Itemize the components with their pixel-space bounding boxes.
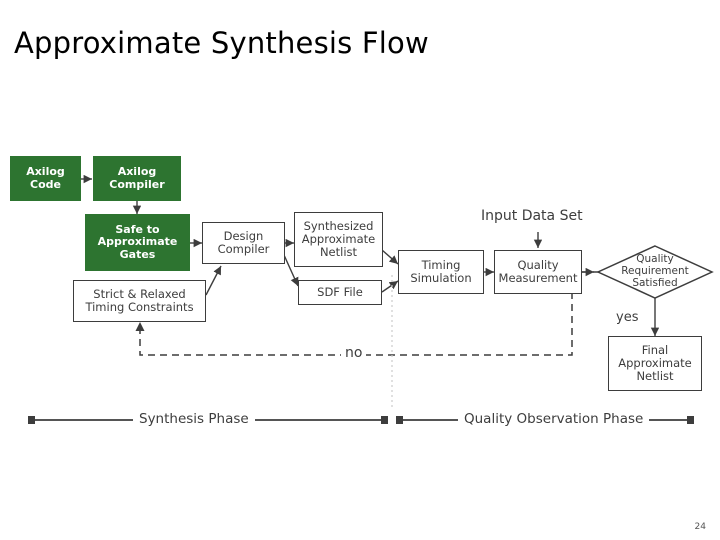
node-sdf-file: SDF File — [298, 280, 382, 305]
label-no: no — [341, 345, 367, 361]
node-line: Approximate — [97, 235, 178, 249]
node-line: Synthesized — [303, 219, 374, 234]
node-line: Requirement — [621, 265, 689, 278]
label-input-data-set: Input Data Set — [481, 208, 583, 224]
node-line: Compiler — [109, 177, 165, 191]
node-line: Code — [30, 177, 61, 191]
node-line: Axilog — [26, 165, 65, 179]
flow-diagram: Axilog Code Axilog Compiler Safe to Appr… — [0, 140, 720, 440]
node-quality-measurement: Quality Measurement — [494, 250, 582, 294]
node-line: Timing — [421, 258, 461, 273]
node-line: Final — [641, 343, 669, 358]
page-number: 24 — [694, 522, 706, 532]
node-design-compiler: Design Compiler — [202, 222, 285, 264]
node-axilog-compiler: Axilog Compiler — [93, 156, 181, 201]
node-line: Netlist — [636, 368, 674, 383]
diagram-connectors — [28, 174, 714, 424]
node-line: Simulation — [410, 271, 472, 285]
label-yes: yes — [612, 310, 643, 325]
node-line: Measurement — [498, 271, 578, 285]
node-line: Approximate — [618, 356, 692, 371]
node-line: Quality — [636, 253, 674, 266]
node-final-approximate-netlist: Final Approximate Netlist — [608, 336, 702, 391]
node-timing-simulation: Timing Simulation — [398, 250, 484, 294]
node-synthesized-approximate-netlist: Synthesized Approximate Netlist — [294, 212, 383, 267]
node-line: Compiler — [217, 242, 270, 256]
node-axilog-code: Axilog Code — [10, 156, 81, 201]
node-line: Quality — [517, 258, 559, 273]
node-line: Timing Constraints — [85, 300, 194, 314]
node-line: Approximate — [301, 232, 376, 247]
node-line: Safe to — [115, 223, 160, 237]
page-title: Approximate Synthesis Flow — [14, 26, 429, 60]
node-line: Strict & Relaxed — [93, 287, 186, 302]
label-quality-observation-phase: Quality Observation Phase — [458, 411, 650, 427]
label-synthesis-phase: Synthesis Phase — [133, 411, 255, 427]
node-quality-requirement-satisfied: Quality Requirement Satisfied — [605, 246, 705, 298]
node-line: Satisfied — [632, 276, 678, 289]
node-line: Design — [223, 229, 264, 244]
node-timing-constraints: Strict & Relaxed Timing Constraints — [73, 280, 206, 322]
node-line: Netlist — [319, 244, 358, 259]
node-line: SDF File — [317, 285, 363, 300]
node-line: Gates — [119, 247, 156, 261]
node-safe-to-approximate-gates: Safe to Approximate Gates — [85, 214, 190, 271]
node-line: Axilog — [117, 165, 157, 179]
